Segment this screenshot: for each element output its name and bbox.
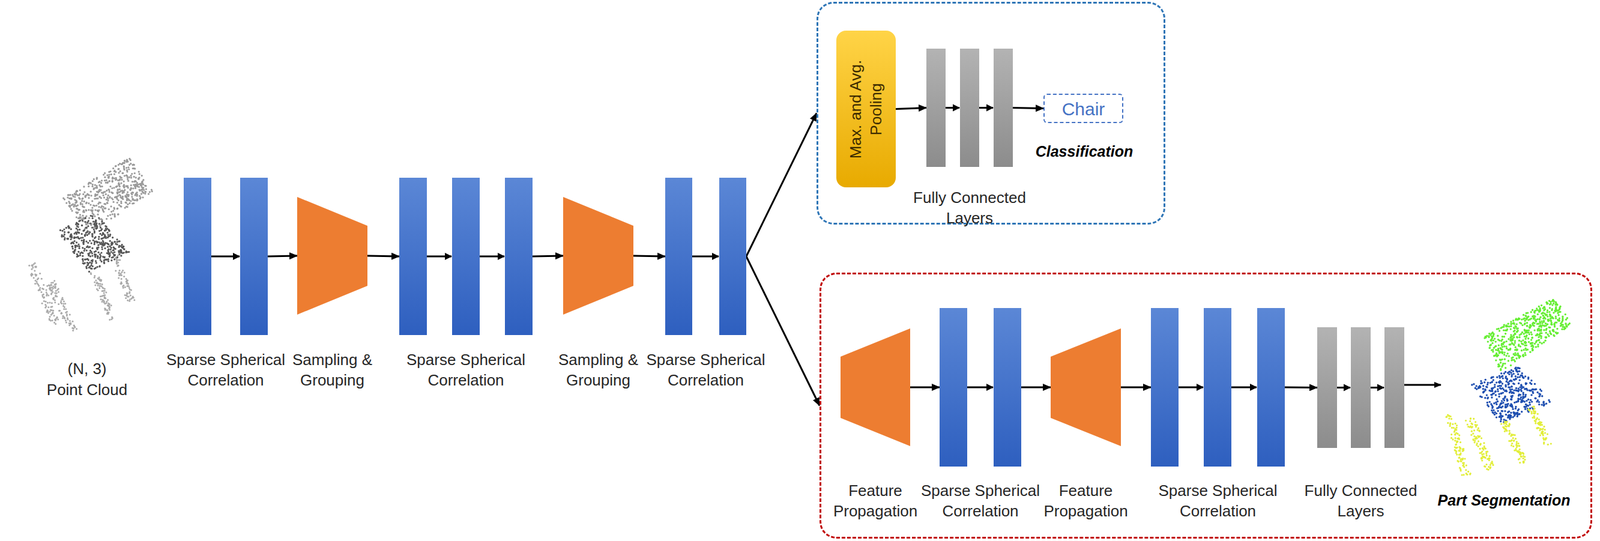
layer-bar — [183, 177, 212, 336]
conv-block: Sparse Spherical Correlation — [939, 307, 1022, 467]
node-label: Chair — [1062, 96, 1106, 121]
inner-arrowhead — [952, 104, 960, 112]
node-label: Sampling & Grouping — [287, 350, 378, 391]
inner-arrowhead — [1196, 383, 1204, 391]
fc-layers: Fully Connected Layers — [1317, 327, 1405, 448]
flow-arrow — [1284, 386, 1318, 390]
flow-arrow — [532, 255, 564, 257]
layer-bar — [939, 307, 968, 467]
node-label: Sampling & Grouping — [553, 350, 644, 391]
output-arrow — [1403, 384, 1441, 387]
flow-arrow — [1120, 386, 1151, 389]
layer-bar — [1350, 327, 1371, 448]
node-label: Fully Connected Layers — [906, 187, 1033, 229]
inner-arrowhead — [986, 383, 994, 391]
point-cloud-dots — [28, 157, 1571, 477]
layer-bar — [1317, 327, 1338, 448]
node-label: Classification — [1035, 141, 1134, 162]
segmentation-panel: Part SegmentationFeature PropagationSpar… — [819, 272, 1593, 539]
flow-arrow — [267, 255, 298, 257]
inner-arrowhead — [712, 252, 720, 260]
node-label: Feature Propagation — [1035, 480, 1138, 522]
layer-bar — [1203, 307, 1232, 467]
conv-block: Sparse Spherical Correlation — [1150, 307, 1285, 467]
input-label: Point Cloud — [46, 380, 128, 401]
node-label: Sparse Spherical Correlation — [161, 350, 291, 391]
flow-arrow — [895, 108, 927, 110]
layer-bar — [504, 177, 533, 336]
inner-arrowhead — [1377, 384, 1385, 392]
trapezoid-shape — [840, 328, 911, 447]
conv-block: Sparse Spherical Correlation — [665, 177, 747, 336]
flow-arrow — [367, 255, 400, 257]
layer-bar — [960, 48, 980, 167]
flow-arrow — [910, 386, 940, 389]
sampling-block: Sampling & Grouping — [297, 196, 368, 315]
propagation-block: Feature Propagation — [1050, 328, 1121, 447]
layer-bar — [399, 177, 427, 336]
sampling-block: Sampling & Grouping — [563, 196, 634, 315]
fc-layers: Fully Connected Layers — [926, 48, 1013, 167]
inner-arrowhead — [1343, 384, 1351, 392]
shape-label: (N, 3) — [67, 359, 107, 380]
node-label: Sparse Spherical Correlation — [401, 350, 531, 391]
inner-arrowhead — [232, 252, 241, 260]
inner-arrowhead — [444, 252, 453, 260]
node-label: Part Segmentation — [1437, 490, 1571, 511]
layer-bar — [240, 177, 268, 336]
layer-bar — [1150, 307, 1179, 467]
trapezoid-shape — [563, 196, 634, 315]
flow-arrow — [633, 255, 666, 257]
node-label: Sparse Spherical Correlation — [1153, 480, 1283, 522]
layer-bar — [452, 177, 480, 336]
node-label: Sparse Spherical Correlation — [916, 480, 1046, 522]
inner-arrowhead — [1249, 383, 1258, 391]
layer-bar — [993, 48, 1013, 167]
node-label: Feature Propagation — [824, 480, 927, 522]
propagation-block: Feature Propagation — [840, 328, 911, 447]
flow-arrow — [1012, 108, 1044, 109]
inner-arrowhead — [986, 104, 994, 112]
layer-bar — [993, 307, 1022, 467]
conv-block: Sparse Spherical Correlation — [399, 177, 533, 336]
layer-bar — [719, 177, 747, 336]
flow-arrow — [1021, 386, 1051, 389]
layer-bar — [926, 48, 946, 167]
node-label: Fully Connected Layers — [1298, 480, 1425, 522]
layer-bar — [1384, 327, 1405, 448]
pooling-block: Max. and Avg. Pooling — [836, 30, 896, 188]
trapezoid-shape — [1050, 328, 1121, 447]
layer-bar — [1257, 307, 1285, 467]
conv-block: Sparse Spherical Correlation — [183, 177, 268, 336]
inner-arrowhead — [497, 252, 505, 260]
classification-panel: Classification Max. and Avg. Pooling Fully… — [816, 1, 1166, 225]
trapezoid-shape — [297, 196, 368, 315]
flow-arrow — [746, 113, 817, 257]
node-label: Max. and Avg. Pooling — [845, 49, 887, 170]
output-class-box: Chair — [1043, 93, 1124, 124]
flow-arrow — [746, 256, 820, 406]
node-label: Sparse Spherical Correlation — [641, 350, 771, 391]
layer-bar — [665, 177, 693, 336]
